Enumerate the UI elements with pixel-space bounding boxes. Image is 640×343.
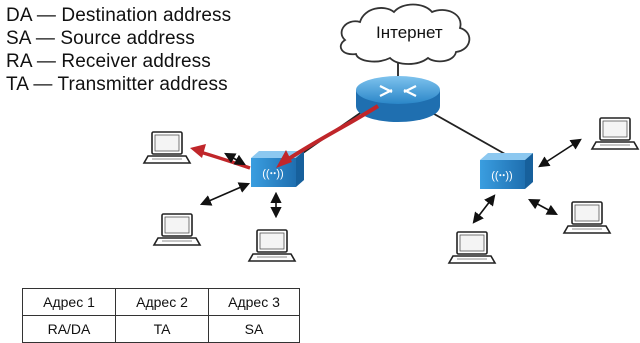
laptop-icon xyxy=(247,229,297,262)
legend-da: DA — Destination address xyxy=(6,5,232,26)
svg-text:((ꞏꞏ)): ((ꞏꞏ)) xyxy=(262,168,283,180)
table-header-cell: Адрес 1 xyxy=(22,288,116,316)
laptop-icon xyxy=(562,201,612,234)
table-header-cell: Адрес 2 xyxy=(115,288,209,316)
laptop-icon xyxy=(447,231,497,264)
double-arrow xyxy=(199,182,251,206)
laptops xyxy=(142,117,640,264)
legend-ra: RA — Receiver address xyxy=(6,51,211,72)
double-arrow xyxy=(224,152,246,166)
address-legend: DA — Destination address SA — Source add… xyxy=(6,4,306,96)
table-header-cell: Адрес 3 xyxy=(208,288,300,316)
laptop-icon xyxy=(152,213,202,246)
wireless-access-point-icon-right: ((ꞏꞏ)) xyxy=(480,153,533,189)
table-row: RA/DA TA SA xyxy=(22,315,300,343)
double-arrow xyxy=(528,198,558,216)
laptop-icon xyxy=(142,131,192,164)
router-icon xyxy=(356,76,440,122)
legend-sa: SA — Source address xyxy=(6,28,195,49)
table-cell: TA xyxy=(115,315,209,343)
cloud-label: Інтернет xyxy=(376,23,443,42)
svg-text:((ꞏꞏ)): ((ꞏꞏ)) xyxy=(491,170,512,182)
double-arrow xyxy=(472,194,496,224)
table-cell: SA xyxy=(208,315,300,343)
cloud-icon xyxy=(339,3,471,65)
address-table: Адрес 1 Адрес 2 Адрес 3 RA/DA TA SA xyxy=(22,288,300,343)
legend-ta: TA — Transmitter address xyxy=(6,74,228,95)
double-arrow xyxy=(538,138,582,168)
wireless-links xyxy=(199,138,582,224)
table-cell: RA/DA xyxy=(22,315,116,343)
table-header-row: Адрес 1 Адрес 2 Адрес 3 xyxy=(22,288,300,316)
frame-path-arrow xyxy=(190,104,380,170)
laptop-icon xyxy=(590,117,640,150)
